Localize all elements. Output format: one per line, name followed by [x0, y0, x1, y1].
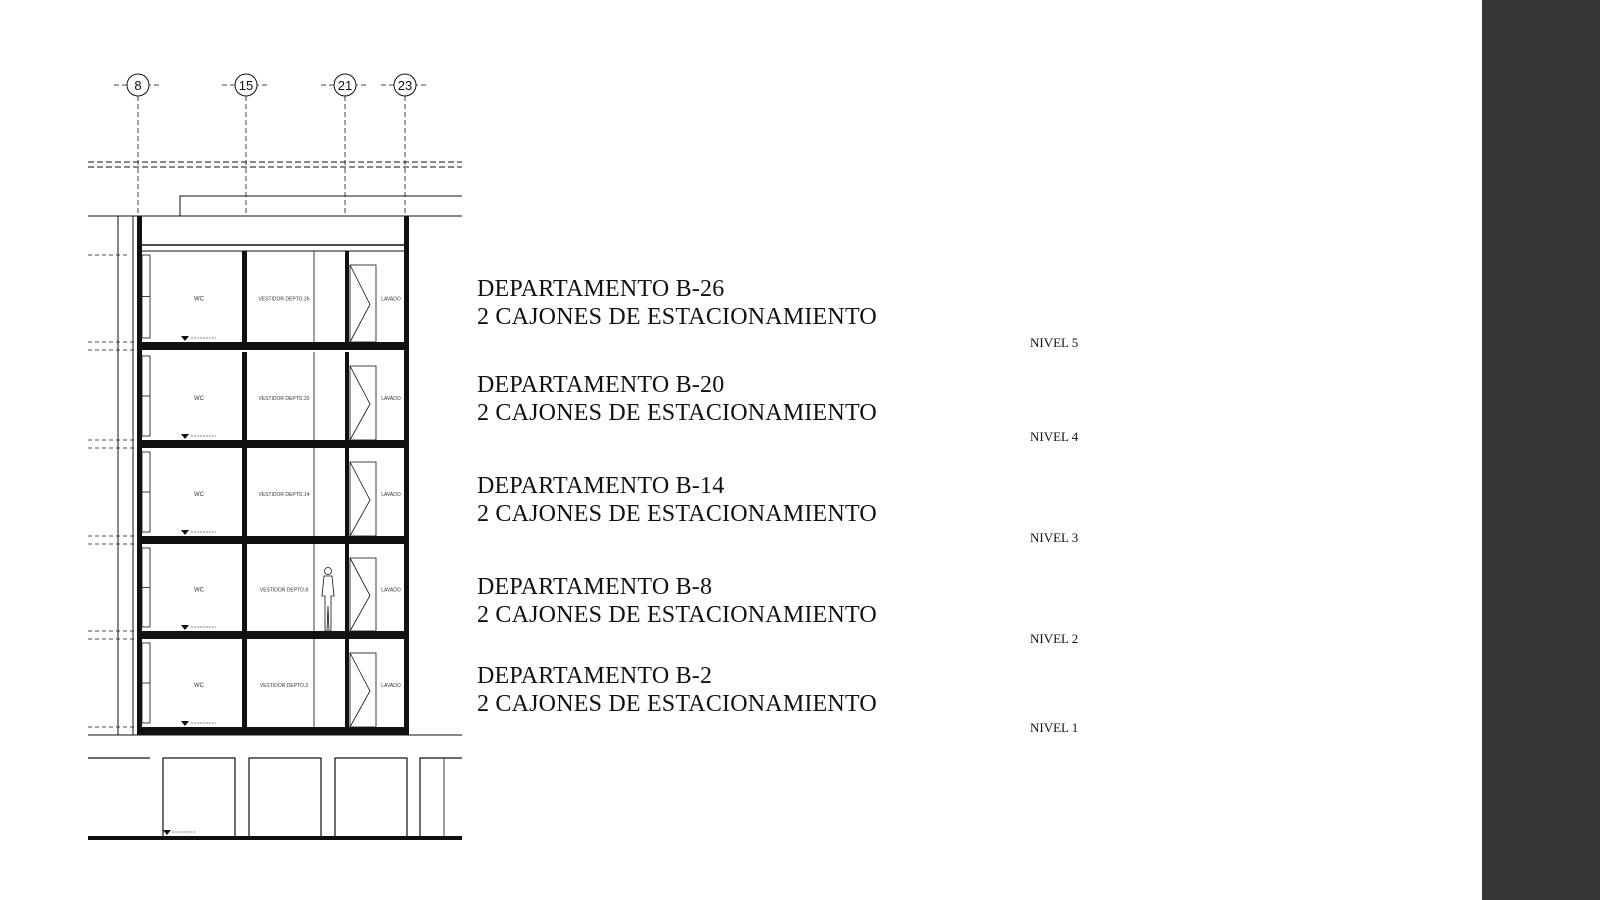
- level-label: NIVEL 5: [1030, 335, 1079, 350]
- room-label-wc: WC: [194, 492, 205, 498]
- apartment-name: DEPARTAMENTO B-26: [477, 276, 725, 302]
- parking-spaces: 2 CAJONES DE ESTACIONAMIENTO: [477, 602, 877, 628]
- level-label: NIVEL 3: [1030, 530, 1079, 545]
- apartment-name: DEPARTAMENTO B-8: [477, 574, 713, 600]
- room-label-vestidor: VESTIDOR DEPTO.8: [260, 588, 308, 594]
- level-label: NIVEL 2: [1030, 631, 1079, 646]
- level-label: NIVEL 1: [1030, 720, 1079, 735]
- room-label-wc: WC: [194, 588, 205, 594]
- room-label-lavado: LAVADO: [381, 297, 401, 303]
- floor-level-2: WC VESTIDOR DEPTO.8 LAVADO: [88, 544, 409, 640]
- dark-sidebar-panel: [1482, 0, 1600, 900]
- room-label-lavado: LAVADO: [381, 396, 401, 402]
- section-structure: [88, 161, 462, 840]
- room-label-lavado: LAVADO: [381, 492, 401, 498]
- grid-axis-21: 21: [321, 73, 369, 214]
- parking-spaces: 2 CAJONES DE ESTACIONAMIENTO: [477, 691, 877, 717]
- room-label-vestidor: VESTIDOR DEPTO.2: [260, 683, 308, 689]
- grid-axis-8: 8: [114, 73, 162, 214]
- parking-spaces: 2 CAJONES DE ESTACIONAMIENTO: [477, 501, 877, 527]
- room-label-wc: WC: [194, 683, 205, 689]
- apartment-name: DEPARTAMENTO B-2: [477, 663, 713, 689]
- grid-axis-label: 23: [398, 78, 412, 93]
- grid-axis-23: 23: [381, 73, 429, 214]
- person-figure: [321, 567, 335, 632]
- floor-level-4: WC VESTIDOR DEPTO.20 LAVADO: [88, 352, 409, 449]
- floor-level-1: WC VESTIDOR DEPTO.2 LAVADO: [88, 639, 409, 736]
- grid-axes: 8 15 21 23: [114, 73, 429, 214]
- room-label-lavado: LAVADO: [381, 683, 401, 689]
- room-label-vestidor: VESTIDOR DEPTO.14: [258, 492, 309, 498]
- grid-axis-label: 8: [134, 78, 141, 93]
- grid-axis-label: 21: [338, 78, 352, 93]
- parking-spaces: 2 CAJONES DE ESTACIONAMIENTO: [477, 400, 877, 426]
- floor-level-3: WC VESTIDOR DEPTO.14 LAVADO: [88, 448, 409, 545]
- room-label-wc: WC: [194, 396, 205, 402]
- floor-level-5: WC VESTIDOR DEPTO.26 LAVADO: [88, 251, 409, 351]
- room-label-vestidor: VESTIDOR DEPTO.20: [258, 396, 309, 402]
- room-label-vestidor: VESTIDOR DEPTO.26: [258, 297, 309, 303]
- level-label: NIVEL 4: [1030, 429, 1079, 444]
- parking-spaces: 2 CAJONES DE ESTACIONAMIENTO: [477, 304, 877, 330]
- grid-axis-15: 15: [222, 73, 270, 214]
- room-label-wc: WC: [194, 297, 205, 303]
- room-label-lavado: LAVADO: [381, 588, 401, 594]
- grid-axis-label: 15: [239, 78, 253, 93]
- apartment-name: DEPARTAMENTO B-14: [477, 473, 725, 499]
- apartment-name: DEPARTAMENTO B-20: [477, 372, 725, 398]
